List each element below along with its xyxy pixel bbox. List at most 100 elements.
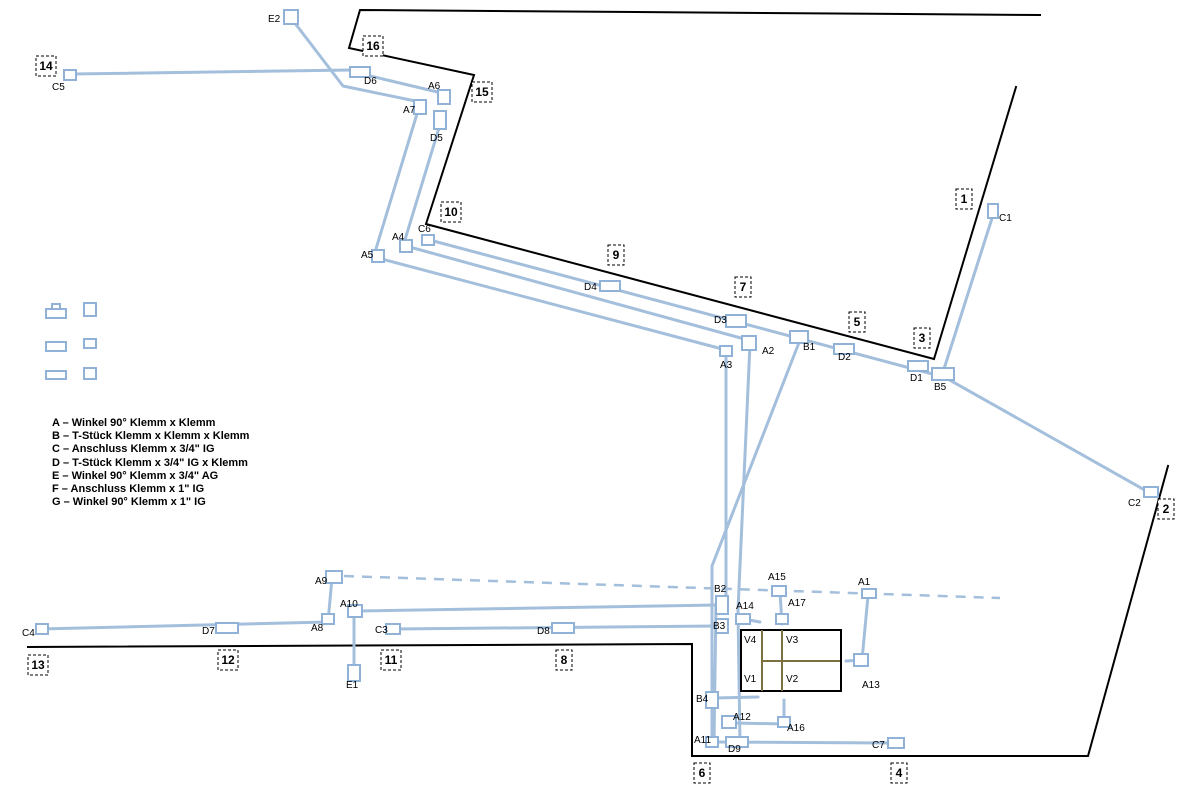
room-number-7: 7 [740, 280, 747, 294]
fitting-a4 [399, 239, 413, 253]
building-walls [26, 8, 1170, 757]
fitting-label-c3: C3 [375, 625, 388, 636]
pipe-e2-d6 [289, 16, 422, 104]
legend-line-c: C – Anschluss Klemm x 3/4" IG [52, 443, 215, 455]
fitting-a5 [371, 249, 385, 263]
room-number-3: 3 [919, 331, 926, 345]
fitting-label-b3: B3 [713, 621, 726, 632]
fitting-d5 [433, 110, 447, 130]
fitting-label-a17: A17 [788, 598, 806, 609]
room-number-4: 4 [896, 766, 903, 780]
fitting-d4 [599, 280, 621, 292]
room-number-box-5 [848, 311, 866, 333]
pipe-d5-a4 [402, 116, 444, 245]
fitting-d7 [215, 622, 239, 634]
room-number-11: 11 [385, 653, 398, 667]
room-number-1: 1 [961, 192, 968, 206]
legend-line-a: A – Winkel 90° Klemm x Klemm [52, 417, 216, 429]
fitting-label-a3: A3 [720, 360, 733, 371]
fitting-label-b1: B1 [803, 342, 816, 353]
room-number-6: 6 [699, 766, 706, 780]
fitting-label-a6: A6 [428, 81, 441, 92]
fitting-label-e2: E2 [268, 14, 281, 25]
fitting-b1 [789, 330, 809, 344]
fitting-label-d4: D4 [584, 282, 597, 293]
pipe-b4-v1 [712, 695, 760, 700]
legend-symbol-t-top [51, 303, 61, 310]
fitting-label-a12: A12 [733, 712, 751, 723]
fitting-label-a14: A14 [736, 601, 754, 612]
fitting-labels: A1A2A3A4A5A6A7A8A9A10A11A12A13A14A15A16A… [22, 14, 1141, 755]
fitting-label-c5: C5 [52, 82, 65, 93]
room-number-box-10 [440, 201, 462, 223]
fitting-a15 [771, 585, 787, 597]
legend-symbol-t [45, 308, 67, 319]
fitting-a9 [325, 570, 343, 584]
fitting-label-a4: A4 [392, 232, 405, 243]
pipe-a1-a13 [844, 594, 870, 663]
fitting-label-a10: A10 [340, 599, 358, 610]
valve-label-v1: V1 [744, 674, 757, 685]
room-number-16: 16 [366, 39, 380, 53]
fitting-label-a15: A15 [768, 572, 786, 583]
fitting-a13 [853, 653, 869, 667]
pipe-a10-b2 [354, 603, 720, 613]
fitting-label-c7: C7 [872, 740, 885, 751]
room-number-box-12 [217, 649, 239, 671]
fitting-c5 [63, 69, 77, 81]
pipe-a7-a5 [373, 102, 422, 254]
room-number-14: 14 [39, 59, 53, 73]
legend-line-f: F – Anschluss Klemm x 1" IG [52, 483, 204, 495]
fitting-c2 [1143, 486, 1159, 498]
fitting-label-b2: B2 [714, 584, 727, 595]
fitting-d6 [349, 66, 371, 78]
fitting-a14 [735, 613, 751, 625]
room-number-box-6 [693, 762, 711, 784]
valve-label-v4: V4 [744, 635, 757, 646]
room-number-box-4 [890, 762, 908, 784]
room-number-box-16 [362, 35, 384, 57]
room-number-box-9 [607, 244, 625, 266]
fitting-label-c2: C2 [1128, 498, 1141, 509]
fitting-label-a11: A11 [694, 735, 711, 746]
fitting-label-e1: E1 [346, 680, 359, 691]
fitting-b2 [715, 595, 729, 615]
pipe-a4-a2 [404, 244, 750, 342]
fitting-a1 [861, 588, 877, 599]
fitting-label-a13: A13 [862, 680, 880, 691]
valve-box [740, 629, 842, 692]
fitting-label-b4: B4 [696, 694, 709, 705]
fitting-label-d9: D9 [728, 744, 741, 755]
fitting-d1 [907, 360, 929, 372]
fitting-a12 [721, 715, 737, 729]
room-number-box-1 [955, 188, 973, 210]
room-number-8: 8 [561, 653, 568, 667]
pipe-planned [343, 574, 1001, 600]
room-number-15: 15 [475, 85, 489, 99]
pipe-b5-c1 [941, 210, 996, 374]
fitting-a16 [777, 716, 791, 728]
fitting-label-c4: C4 [22, 628, 35, 639]
legend-symbol-c [83, 338, 97, 349]
legend-symbol-angle [83, 302, 97, 317]
pipe-c5-d6 [70, 68, 354, 76]
room-number-5: 5 [854, 315, 861, 329]
fitting-label-a7: A7 [403, 105, 416, 116]
fitting-d8 [551, 622, 575, 634]
pipe-c4-d7 [38, 620, 330, 631]
fitting-label-b5: B5 [934, 382, 947, 393]
fitting-label-d8: D8 [537, 626, 550, 637]
fitting-label-c1: C1 [999, 213, 1012, 224]
pipe-b1-b2 [710, 338, 802, 746]
room-number-box-15 [471, 81, 493, 103]
legend-symbols [45, 302, 97, 380]
legend-symbol-connector [45, 341, 67, 352]
fitting-label-d7: D7 [202, 626, 215, 637]
room-number-box-2 [1157, 498, 1175, 520]
room-number-box-14 [35, 55, 57, 77]
room-number-13: 13 [31, 658, 45, 672]
legend: A – Winkel 90° Klemm x Klemm B – T-Stück… [52, 417, 250, 508]
fitting-a2 [741, 335, 757, 351]
